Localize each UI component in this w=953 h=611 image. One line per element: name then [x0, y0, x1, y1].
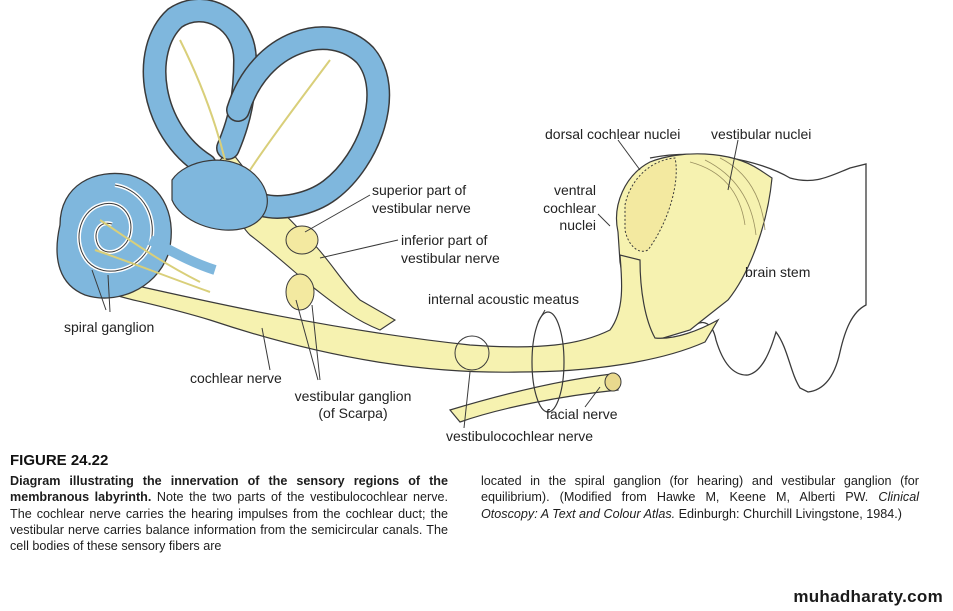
caption-bold-lead: Diagram illustrating the innervation of … [10, 474, 448, 505]
label-internal-acoustic-meatus: internal acoustic meatus [428, 291, 579, 307]
label-brain-stem: brain stem [745, 264, 811, 280]
caption-right-text-1: located in the spiral ganglion (for hear… [481, 474, 919, 505]
label-facial-nerve: facial nerve [546, 406, 618, 422]
superior-vestibular-ganglion [285, 225, 319, 255]
caption-left-column: Diagram illustrating the innervation of … [10, 473, 448, 554]
facial-nerve-path [448, 373, 619, 423]
label-superior-vestibular-1: superior part of [372, 182, 467, 198]
label-vestibular-ganglion-1: vestibular ganglion [294, 388, 412, 404]
utricle-saccule [171, 159, 268, 231]
meatus-ring-large [531, 311, 565, 413]
dorsal-cochlear-nucleus [624, 157, 677, 252]
leader-lines [91, 139, 739, 429]
figure-number: FIGURE 24.22 [10, 452, 109, 469]
label-ventral-cochlear-1: ventral [553, 182, 596, 198]
caption-right-column: located in the spiral ganglion (for hear… [481, 473, 919, 522]
posterior-semicircular-canal-fill [227, 27, 389, 218]
label-inferior-vestibular-2: vestibular nerve [401, 250, 500, 266]
label-ventral-cochlear-2: cochlear [543, 200, 596, 216]
label-inferior-vestibular-1: inferior part of [401, 232, 488, 248]
brain-stem-outline [649, 153, 867, 393]
caption-left-text: Note the two parts of the vestibulocochl… [10, 490, 448, 554]
label-spiral-ganglion: spiral ganglion [64, 319, 155, 335]
label-superior-vestibular-2: vestibular nerve [372, 200, 471, 216]
anterior-semicircular-canal-fill [144, 0, 256, 176]
caption-right-text-2: Edinburgh: Churchill Livingstone, 1984.) [675, 506, 902, 521]
label-cochlear-nerve: cochlear nerve [190, 370, 282, 386]
inferior-vestibular-ganglion [285, 273, 315, 311]
caption-book-title: Clinical Otoscopy: A Text and Colour Atl… [481, 490, 919, 521]
facial-nerve-end [604, 372, 622, 392]
inner-ear-diagram [56, 0, 867, 429]
vestibular-nuclei-fibers [689, 157, 766, 236]
label-vestibulocochlear-nerve: vestibulocochlear nerve [446, 428, 594, 444]
label-vestibular-nuclei: vestibular nuclei [711, 126, 812, 142]
vestibulocochlear-nerve-trunk [114, 254, 720, 373]
labyrinth-nerve-fibers [94, 39, 331, 293]
meatus-ring-small [454, 335, 490, 371]
label-vestibular-ganglion-2: (of Scarpa) [318, 405, 388, 421]
label-ventral-cochlear-3: nuclei [559, 217, 596, 233]
label-dorsal-cochlear-nuclei: dorsal cochlear nuclei [545, 126, 681, 142]
watermark: muhadharaty.com [793, 587, 943, 606]
